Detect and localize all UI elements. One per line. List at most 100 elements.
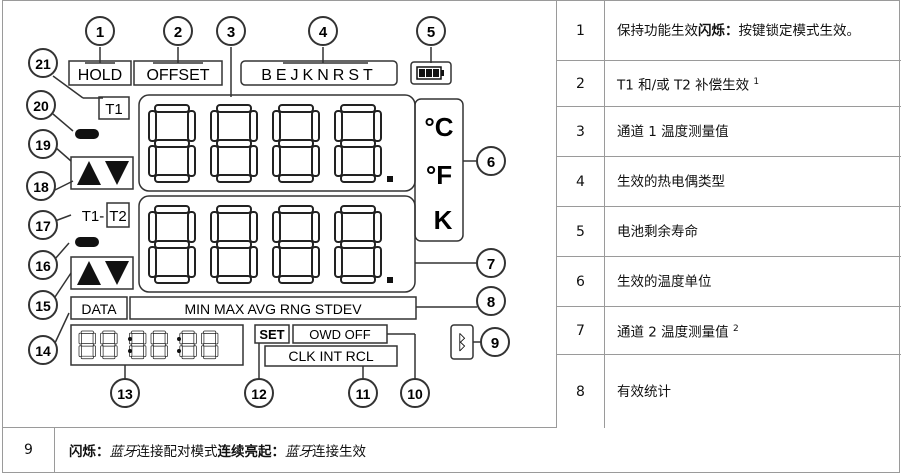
bluetooth-icon: ᛒ [456,332,468,354]
row-number: 7 [557,307,605,354]
svg-text:2: 2 [174,24,182,41]
callout-19: 19 [28,129,72,162]
row-text: 生效的温度单位 [617,273,712,290]
callout-2: 2 [153,16,203,64]
legend-row: 2 T1 和/或 T2 补偿生效 1 [557,61,901,107]
row-number: 5 [557,207,605,256]
svg-text:7: 7 [487,256,495,273]
callout-5: 5 [416,16,446,63]
callout-4: 4 [283,16,368,64]
owd-label: OWD OFF [309,327,370,342]
legend-row: 6 生效的温度单位 [557,257,901,307]
channel2-display [138,195,416,293]
row-text: 有效统计 [617,383,671,400]
callout-20: 20 [26,90,74,132]
up-down-arrows-icon-2 [77,261,129,285]
tc-types-label: BEJKNRST [261,67,377,84]
minus-indicator-2 [75,237,99,247]
callout-14: 14 [28,312,70,365]
callout-12: 12 [244,343,274,408]
legend-row: 1 保持功能生效闪烁：按键锁定模式生效。 [557,1,901,61]
svg-text:6: 6 [487,154,495,171]
callout-3: 3 [216,16,246,97]
row-number: 6 [557,257,605,306]
callout-11: 11 [348,366,378,408]
svg-text:19: 19 [35,137,51,153]
legend-row: 5 电池剩余寿命 [557,207,901,257]
t2-box [106,202,130,228]
row-text: 保持功能生效闪烁：按键锁定模式生效。 [617,22,860,39]
arrows-box-1 [70,156,134,190]
svg-text:13: 13 [117,386,133,402]
callout-1: 1 [85,16,115,64]
legend-row: 8 有效统计 [557,355,901,428]
row-text: 生效的热电偶类型 [617,173,725,190]
svg-text:20: 20 [33,98,49,114]
legend-row: 3 通道 1 温度测量值 [557,107,901,157]
row-number: 8 [557,355,605,428]
legend-table: 1 保持功能生效闪烁：按键锁定模式生效。 2 T1 和/或 T2 补偿生效 1 … [557,1,901,428]
lcd-diagram-cell: 1 2 3 4 5 [3,1,557,428]
svg-text:12: 12 [251,386,267,402]
callout-1-label: 1 [96,24,104,41]
callout-8: 8 [416,286,506,316]
legend-row-bluetooth: 9 闪烁：蓝牙连接配对模式连续亮起：蓝牙连接生效 [3,428,899,472]
clock-box [70,324,244,366]
arrows-box-2 [70,256,134,290]
row-number: 3 [557,107,605,156]
row-text: 闪烁：蓝牙连接配对模式连续亮起：蓝牙连接生效 [69,444,366,460]
t1-box [98,96,130,120]
row-text: T1 和/或 T2 补偿生效 1 [617,76,760,94]
row-number: 2 [557,61,605,106]
offset-label: OFFSET [146,67,209,84]
t1-label: T1 [105,101,123,118]
clock-display [78,330,219,360]
callout-7: 7 [415,248,506,278]
svg-text:21: 21 [35,56,51,72]
svg-text:4: 4 [319,24,328,41]
svg-text:15: 15 [35,298,51,314]
hold-box [68,60,132,86]
svg-text:3: 3 [227,24,235,41]
row-text: 通道 2 温度测量值 2 [617,323,739,341]
battery-icon [416,66,444,80]
row-number: 1 [557,1,605,60]
callout-16: 16 [28,242,70,280]
unit-celsius: °C [424,112,453,142]
hold-label: HOLD [78,67,122,84]
callout-15: 15 [28,272,72,320]
minus-indicator-1 [75,129,99,139]
callout-17: 17 [28,210,72,240]
clk-int-rcl-label: CLK INT RCL [288,348,374,364]
svg-text:14: 14 [35,343,51,359]
svg-text:9: 9 [491,335,499,352]
svg-text:8: 8 [487,294,495,311]
lcd-diagram: 1 2 3 4 5 [26,16,510,408]
stats-box [129,296,417,320]
svg-text:16: 16 [35,258,51,274]
clk-box [264,345,398,367]
callout-10: 10 [387,333,430,408]
stats-label: MIN MAX AVG RNG STDEV [184,301,362,317]
callout-18: 18 [26,171,74,201]
up-down-arrows-icon-1 [77,161,129,185]
row-number: 4 [557,157,605,206]
battery-box [410,61,452,85]
svg-text:5: 5 [427,24,435,41]
tc-types-box [240,60,398,86]
callout-9: 9 [473,327,510,357]
t2-label: T2 [109,208,127,225]
data-label: DATA [81,301,117,317]
row-number: 9 [3,428,55,472]
svg-text:10: 10 [407,386,423,402]
svg-text:17: 17 [35,218,51,234]
legend-row: 4 生效的热电偶类型 [557,157,901,207]
callout-21: 21 [28,48,103,99]
row-text: 电池剩余寿命 [617,223,698,240]
unit-kelvin: K [434,205,453,235]
set-box [254,324,290,344]
set-label: SET [259,327,284,342]
data-box [70,296,128,320]
offset-box [133,60,223,86]
